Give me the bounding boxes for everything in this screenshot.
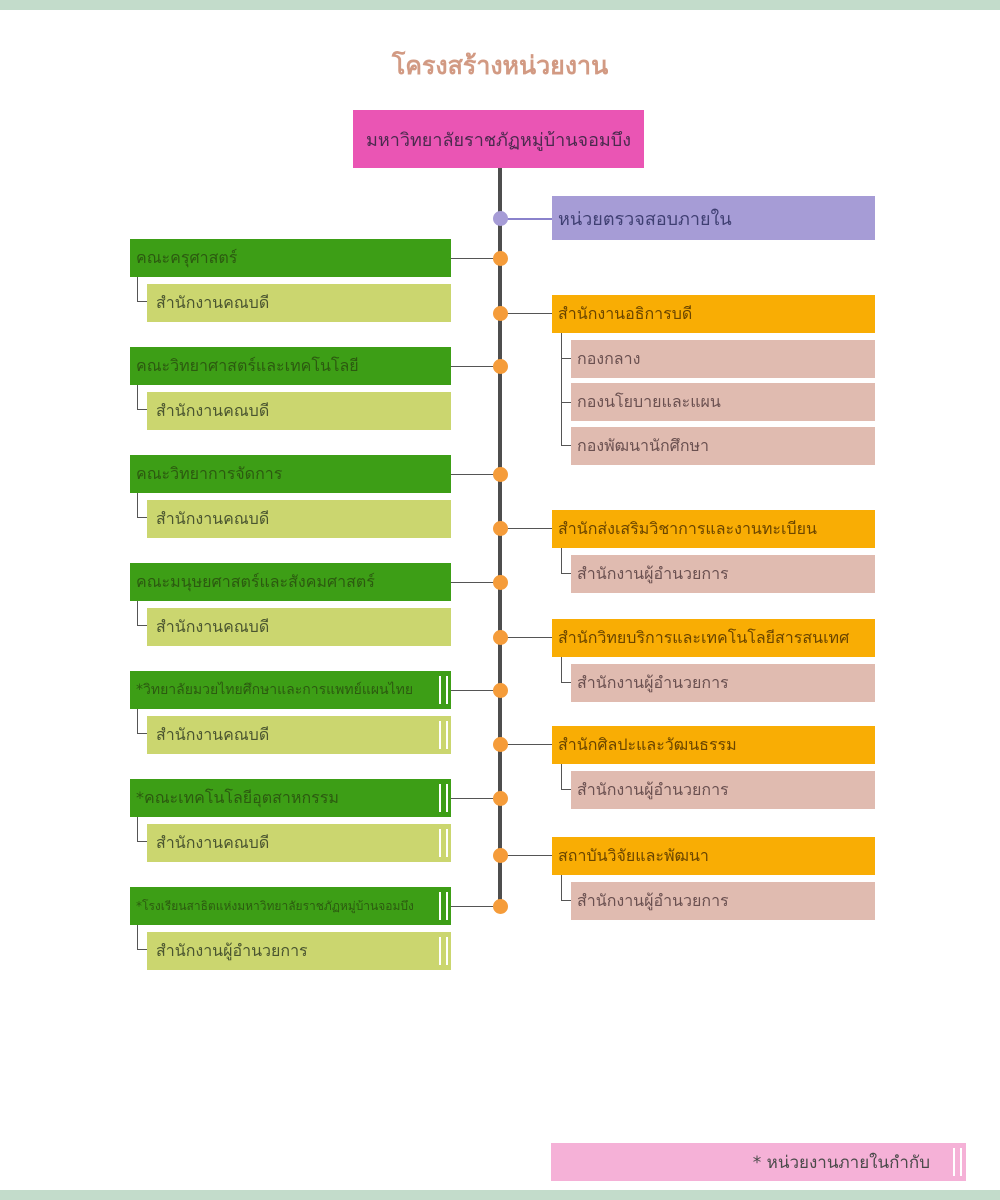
faculty-sub-bracket [137, 709, 147, 734]
office-sub-node: สำนักงานผู้อำนวยการ [571, 664, 875, 702]
office-sub-node: สำนักงานผู้อำนวยการ [571, 555, 875, 593]
faculty-node-label: *วิทยาลัยมวยไทยศึกษาและการแพทย์แผนไทย [136, 682, 414, 698]
office-connector [500, 855, 552, 856]
affiliated-marker-icon [439, 784, 448, 812]
affiliated-marker-icon [439, 676, 448, 704]
faculty-node-label: *คณะเทคโนโลยีอุตสาหกรรม [136, 787, 339, 807]
audit-connector [500, 218, 552, 220]
office-connector-dot [493, 737, 508, 752]
faculty-connector [451, 690, 500, 691]
faculty-connector [451, 366, 500, 367]
faculty-connector-dot [493, 359, 508, 374]
faculty-connector-dot [493, 575, 508, 590]
affiliated-marker-icon [953, 1148, 962, 1176]
faculty-node: *คณะเทคโนโลยีอุตสาหกรรม [130, 779, 451, 817]
faculty-sub-label: สำนักงานคณบดี [156, 832, 270, 852]
faculty-node-label: *โรงเรียนสาธิตแห่งมหาวิทยาลัยราชภัฏหมู่บ… [136, 898, 414, 913]
affiliated-marker-icon [439, 721, 448, 749]
office-sub-bracket [561, 548, 571, 574]
faculty-connector [451, 258, 500, 259]
faculty-sub-bracket [137, 601, 147, 626]
faculty-connector-dot [493, 683, 508, 698]
office-sub-bracket [561, 333, 571, 446]
bottom-band [0, 1190, 1000, 1200]
audit-connector-dot [493, 211, 508, 226]
faculty-sub-bracket [137, 925, 147, 950]
office-connector [500, 637, 552, 638]
spine-line [498, 168, 502, 912]
faculty-sub-label: สำนักงานคณบดี [156, 724, 270, 744]
faculty-connector-dot [493, 899, 508, 914]
office-connector-dot [493, 306, 508, 321]
office-connector-dot [493, 630, 508, 645]
faculty-sub-bracket [137, 493, 147, 518]
faculty-connector-dot [493, 251, 508, 266]
office-sub-bracket [561, 875, 571, 901]
faculty-sub-node: สำนักงานผู้อำนวยการ [147, 932, 451, 970]
faculty-sub-bracket [137, 385, 147, 410]
faculty-connector [451, 474, 500, 475]
faculty-connector [451, 906, 500, 907]
office-node: สำนักวิทยบริการและเทคโนโลยีสารสนเทศ [552, 619, 875, 657]
faculty-connector-dot [493, 791, 508, 806]
faculty-sub-node: สำนักงานคณบดี [147, 284, 451, 322]
affiliated-marker-icon [439, 829, 448, 857]
office-sub-node: สำนักงานผู้อำนวยการ [571, 771, 875, 809]
top-band [0, 0, 1000, 10]
affiliated-marker-icon [439, 937, 448, 965]
page-title: โครงสร้างหน่วยงาน [391, 51, 609, 80]
office-connector [500, 744, 552, 745]
legend-affiliated-units: * หน่วยงานภายในกำกับ [551, 1143, 966, 1181]
faculty-connector-dot [493, 467, 508, 482]
faculty-node: *โรงเรียนสาธิตแห่งมหาวิทยาลัยราชภัฏหมู่บ… [130, 887, 451, 925]
legend-label: * หน่วยงานภายในกำกับ [752, 1152, 930, 1173]
office-sub-node: กองพัฒนานักศึกษา [571, 427, 875, 465]
office-sub-tick [561, 402, 571, 403]
faculty-node: คณะครุศาสตร์ [130, 239, 451, 277]
faculty-connector [451, 582, 500, 583]
faculty-node: คณะวิทยาการจัดการ [130, 455, 451, 493]
faculty-sub-label: สำนักงานผู้อำนวยการ [156, 940, 308, 960]
office-node: สถาบันวิจัยและพัฒนา [552, 837, 875, 875]
office-sub-tick [561, 358, 571, 359]
faculty-sub-node: สำนักงานคณบดี [147, 716, 451, 754]
root-node-university: มหาวิทยาลัยราชภัฏหมู่บ้านจอมบึง [353, 110, 644, 168]
office-connector [500, 528, 552, 529]
office-sub-node: กองกลาง [571, 340, 875, 378]
office-sub-bracket [561, 764, 571, 790]
faculty-sub-node: สำนักงานคณบดี [147, 824, 451, 862]
faculty-node: คณะมนุษยศาสตร์และสังคมศาสตร์ [130, 563, 451, 601]
office-sub-bracket [561, 657, 571, 683]
office-connector [500, 313, 552, 314]
faculty-sub-node: สำนักงานคณบดี [147, 392, 451, 430]
office-connector-dot [493, 521, 508, 536]
office-node: สำนักส่งเสริมวิชาการและงานทะเบียน [552, 510, 875, 548]
affiliated-marker-icon [439, 892, 448, 920]
office-sub-node: กองนโยบายและแผน [571, 383, 875, 421]
faculty-node: *วิทยาลัยมวยไทยศึกษาและการแพทย์แผนไทย [130, 671, 451, 709]
faculty-sub-bracket [137, 817, 147, 842]
faculty-sub-bracket [137, 277, 147, 302]
office-sub-node: สำนักงานผู้อำนวยการ [571, 882, 875, 920]
faculty-sub-node: สำนักงานคณบดี [147, 608, 451, 646]
office-node: สำนักงานอธิการบดี [552, 295, 875, 333]
faculty-connector [451, 798, 500, 799]
audit-node: หน่วยตรวจสอบภายใน [552, 196, 875, 240]
faculty-sub-node: สำนักงานคณบดี [147, 500, 451, 538]
faculty-node: คณะวิทยาศาสตร์และเทคโนโลยี [130, 347, 451, 385]
office-node: สำนักศิลปะและวัฒนธรรม [552, 726, 875, 764]
office-connector-dot [493, 848, 508, 863]
